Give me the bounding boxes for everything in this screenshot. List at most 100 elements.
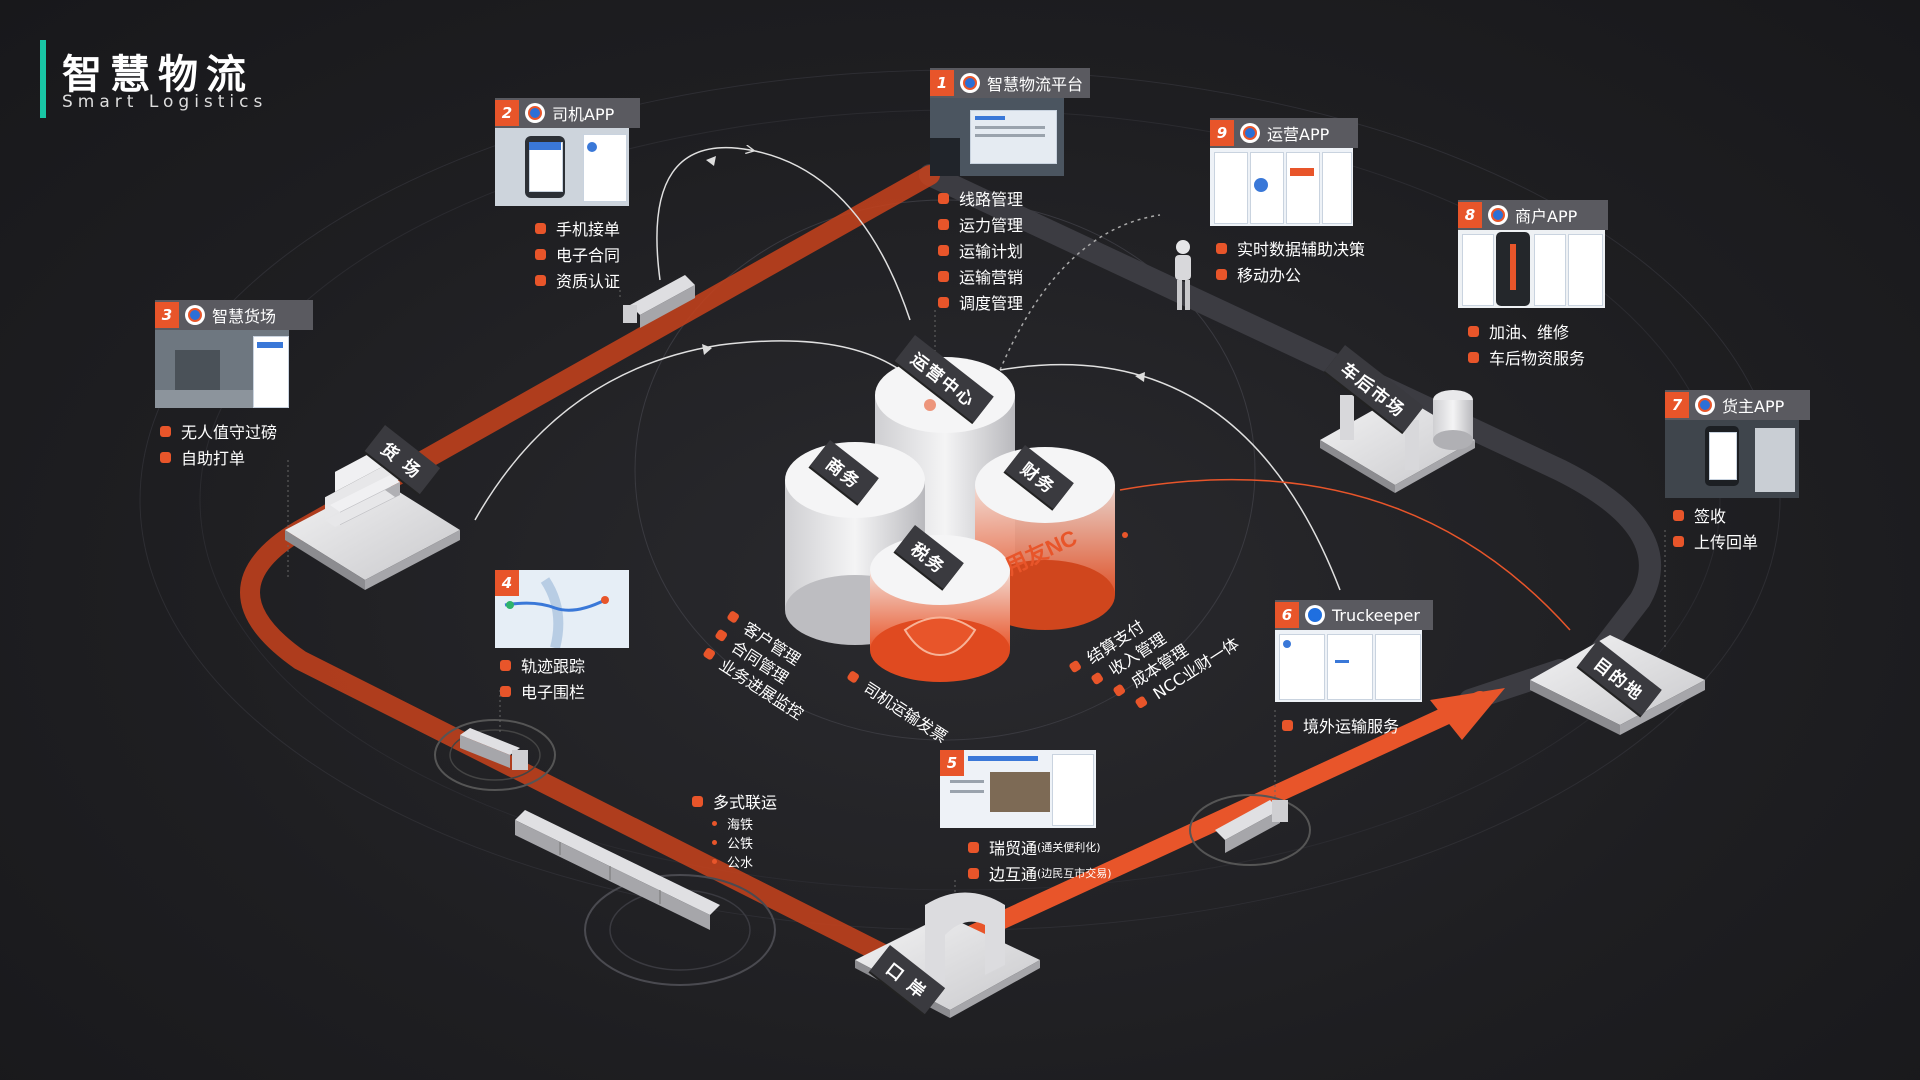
arc-destination bbox=[1119, 478, 1571, 631]
card-header: 8 商户APP bbox=[1458, 200, 1608, 230]
card-number: 7 bbox=[1665, 392, 1689, 418]
multimodal-item: 公水 bbox=[692, 852, 777, 871]
card-image-owner bbox=[1665, 420, 1799, 498]
multimodal-list: 多式联运 海铁 公铁 公水 bbox=[692, 788, 777, 871]
card-title: 运营APP bbox=[1267, 125, 1330, 144]
app-logo-icon bbox=[1695, 395, 1715, 415]
owner-feature: 上传回单 bbox=[1673, 528, 1758, 554]
card-merchant-app[interactable]: 8 商户APP bbox=[1458, 200, 1608, 308]
card-title: 货主APP bbox=[1722, 397, 1785, 416]
yard-features: 无人值守过磅 自助打单 bbox=[160, 418, 277, 470]
merchant-feature: 加油、维修 bbox=[1468, 318, 1585, 344]
truckeeper-feature: 境外运输服务 bbox=[1282, 712, 1399, 738]
train bbox=[515, 810, 720, 930]
card-image-yard bbox=[155, 330, 289, 408]
platform-feature: 运输营销 bbox=[938, 263, 1023, 289]
owner-feature: 签收 bbox=[1673, 502, 1758, 528]
truckeeper-features: 境外运输服务 bbox=[1282, 712, 1399, 738]
driver-features: 手机接单 电子合同 资质认证 bbox=[535, 215, 620, 293]
card-title: 智慧货场 bbox=[212, 307, 277, 326]
merchant-features: 加油、维修 车后物资服务 bbox=[1468, 318, 1585, 370]
card-truckeeper[interactable]: 6 Truckeeper bbox=[1275, 600, 1433, 702]
multimodal-title: 多式联运 bbox=[692, 788, 777, 814]
card-title: Truckeeper bbox=[1332, 605, 1420, 625]
card-image-driver bbox=[495, 128, 629, 206]
arc-arrow-2 bbox=[702, 344, 712, 355]
card-image-truckeeper bbox=[1275, 630, 1422, 702]
card-driver-app[interactable]: 2 司机APP bbox=[495, 98, 640, 206]
card-header: 7 货主APP bbox=[1665, 390, 1810, 420]
app-logo-icon bbox=[185, 305, 205, 325]
card-map[interactable]: 4 bbox=[495, 570, 629, 648]
multimodal-item: 海铁 bbox=[692, 814, 777, 833]
driver-feature: 资质认证 bbox=[535, 267, 620, 293]
card-number: 2 bbox=[495, 100, 519, 126]
card-platform[interactable]: 1 智慧物流平台 bbox=[930, 68, 1090, 176]
card-image-customs: 5 bbox=[940, 750, 1096, 828]
truck-ring-inner bbox=[449, 729, 541, 781]
card-number: 3 bbox=[155, 302, 179, 328]
page-title: 智慧物流 bbox=[62, 52, 254, 98]
card-title: 商户APP bbox=[1515, 207, 1578, 226]
ops-feature: 实时数据辅助决策 bbox=[1216, 235, 1365, 261]
card-number: 8 bbox=[1458, 202, 1482, 228]
arc-ops-app bbox=[999, 214, 1161, 371]
map-route-graphic bbox=[504, 577, 609, 648]
driver-feature: 电子合同 bbox=[535, 241, 620, 267]
ops-features: 实时数据辅助决策 移动办公 bbox=[1216, 235, 1365, 287]
card-header: 2 司机APP bbox=[495, 98, 640, 128]
card-number: 9 bbox=[1210, 120, 1234, 146]
platform-feature: 运输计划 bbox=[938, 237, 1023, 263]
map-feature: 轨迹跟踪 bbox=[500, 652, 585, 678]
platform-feature: 运力管理 bbox=[938, 211, 1023, 237]
platform-feature: 线路管理 bbox=[938, 185, 1023, 211]
truck-ring-right bbox=[1189, 794, 1311, 866]
card-number: 1 bbox=[930, 70, 954, 96]
platform-feature: 调度管理 bbox=[938, 289, 1023, 315]
ops-feature: 移动办公 bbox=[1216, 261, 1365, 287]
title-accent-bar bbox=[40, 40, 46, 118]
truck-top bbox=[623, 275, 695, 328]
trucks-yard bbox=[325, 475, 400, 527]
app-logo-icon bbox=[1305, 605, 1325, 625]
customs-feature: 边互通(边民互市交易) bbox=[968, 860, 1112, 886]
platform-features: 线路管理 运力管理 运输计划 运输营销 调度管理 bbox=[938, 185, 1023, 315]
truck-right bbox=[1215, 800, 1288, 853]
card-header: 9 运营APP bbox=[1210, 118, 1358, 148]
arc-arrow-1 bbox=[706, 156, 716, 166]
route-arrowhead bbox=[1430, 688, 1505, 740]
card-customs[interactable]: 5 bbox=[940, 750, 1096, 828]
card-title: 智慧物流平台 bbox=[987, 75, 1084, 94]
arc-driver bbox=[656, 148, 911, 321]
app-logo-icon bbox=[1240, 123, 1260, 143]
card-ops-app[interactable]: 9 运营APP bbox=[1210, 118, 1358, 226]
train-ring bbox=[584, 874, 776, 986]
customs-features: 瑞贸通(通关便利化) 边互通(边民互市交易) bbox=[968, 834, 1112, 886]
merchant-feature: 车后物资服务 bbox=[1468, 344, 1585, 370]
card-header: 1 智慧物流平台 bbox=[930, 68, 1090, 98]
card-image-platform bbox=[930, 98, 1064, 176]
map-features: 轨迹跟踪 电子围栏 bbox=[500, 652, 585, 704]
app-logo-icon bbox=[960, 73, 980, 93]
card-owner-app[interactable]: 7 货主APP bbox=[1665, 390, 1810, 498]
arc-arrow-3 bbox=[1135, 372, 1145, 382]
card-smart-yard[interactable]: 3 智慧货场 bbox=[155, 300, 313, 408]
card-image-ops bbox=[1210, 148, 1353, 226]
card-number: 4 bbox=[495, 570, 519, 596]
arc-yard bbox=[474, 340, 901, 521]
yard-feature: 自助打单 bbox=[160, 444, 277, 470]
customs-feature: 瑞贸通(通关便利化) bbox=[968, 834, 1112, 860]
after-market-station bbox=[1320, 390, 1475, 493]
truck-ring bbox=[434, 719, 556, 791]
multimodal-item: 公铁 bbox=[692, 833, 777, 852]
yard-feature: 无人值守过磅 bbox=[160, 418, 277, 444]
app-logo-icon bbox=[525, 103, 545, 123]
truck-left bbox=[460, 728, 528, 770]
map-feature: 电子围栏 bbox=[500, 678, 585, 704]
app-logo-icon bbox=[1488, 205, 1508, 225]
card-image-merchant bbox=[1458, 230, 1605, 308]
card-header: 3 智慧货场 bbox=[155, 300, 313, 330]
card-image-map: 4 bbox=[495, 570, 629, 648]
